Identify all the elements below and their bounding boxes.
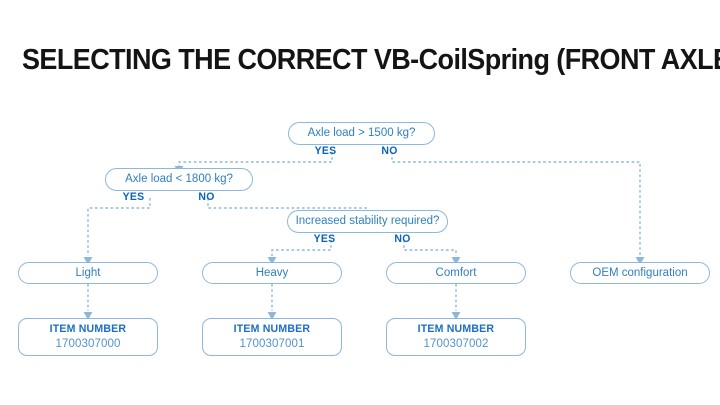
item-number-heading: ITEM NUMBER [417, 323, 495, 336]
item-number-value: 1700307001 [239, 338, 305, 351]
wire-d2-no [207, 198, 367, 209]
item-number-value: 1700307002 [423, 338, 489, 351]
arrow-into-oem [635, 257, 645, 265]
decision-axle-load-1500[interactable]: Axle load > 1500 kg? [288, 122, 435, 145]
branch-label-d2-yes: YES [122, 191, 145, 203]
branch-label-d3-yes: YES [313, 233, 336, 245]
branch-label-d1-yes: YES [314, 145, 337, 157]
arrow-into-heavy [267, 257, 277, 265]
branch-label-d3-no: NO [394, 233, 411, 245]
wire-d1-no [391, 152, 641, 256]
result-heavy[interactable]: Heavy [202, 262, 342, 284]
item-number-value: 1700307000 [55, 338, 121, 351]
item-number-card-light[interactable]: ITEM NUMBER 1700307000 [18, 318, 158, 356]
branch-label-d1-no: NO [381, 145, 398, 157]
result-comfort[interactable]: Comfort [386, 262, 526, 284]
arrow-into-item-3 [451, 312, 461, 320]
decision-increased-stability[interactable]: Increased stability required? [287, 210, 448, 233]
arrow-into-item-2 [267, 312, 277, 320]
wire-d3-no [403, 240, 457, 256]
wire-d1-yes [178, 152, 333, 166]
arrow-into-comfort [451, 257, 461, 265]
page-title: SELECTING THE CORRECT VB-CoilSpring (FRO… [22, 44, 720, 76]
result-light[interactable]: Light [18, 262, 158, 284]
item-number-heading: ITEM NUMBER [233, 323, 311, 336]
wire-d2-yes [87, 198, 151, 256]
decision-axle-load-1800[interactable]: Axle load < 1800 kg? [105, 168, 253, 191]
item-number-heading: ITEM NUMBER [49, 323, 127, 336]
arrow-into-item-1 [83, 312, 93, 320]
item-number-card-heavy[interactable]: ITEM NUMBER 1700307001 [202, 318, 342, 356]
result-oem-configuration[interactable]: OEM configuration [570, 262, 710, 284]
branch-label-d2-no: NO [198, 191, 215, 203]
item-number-card-comfort[interactable]: ITEM NUMBER 1700307002 [386, 318, 526, 356]
arrow-into-light [83, 257, 93, 265]
